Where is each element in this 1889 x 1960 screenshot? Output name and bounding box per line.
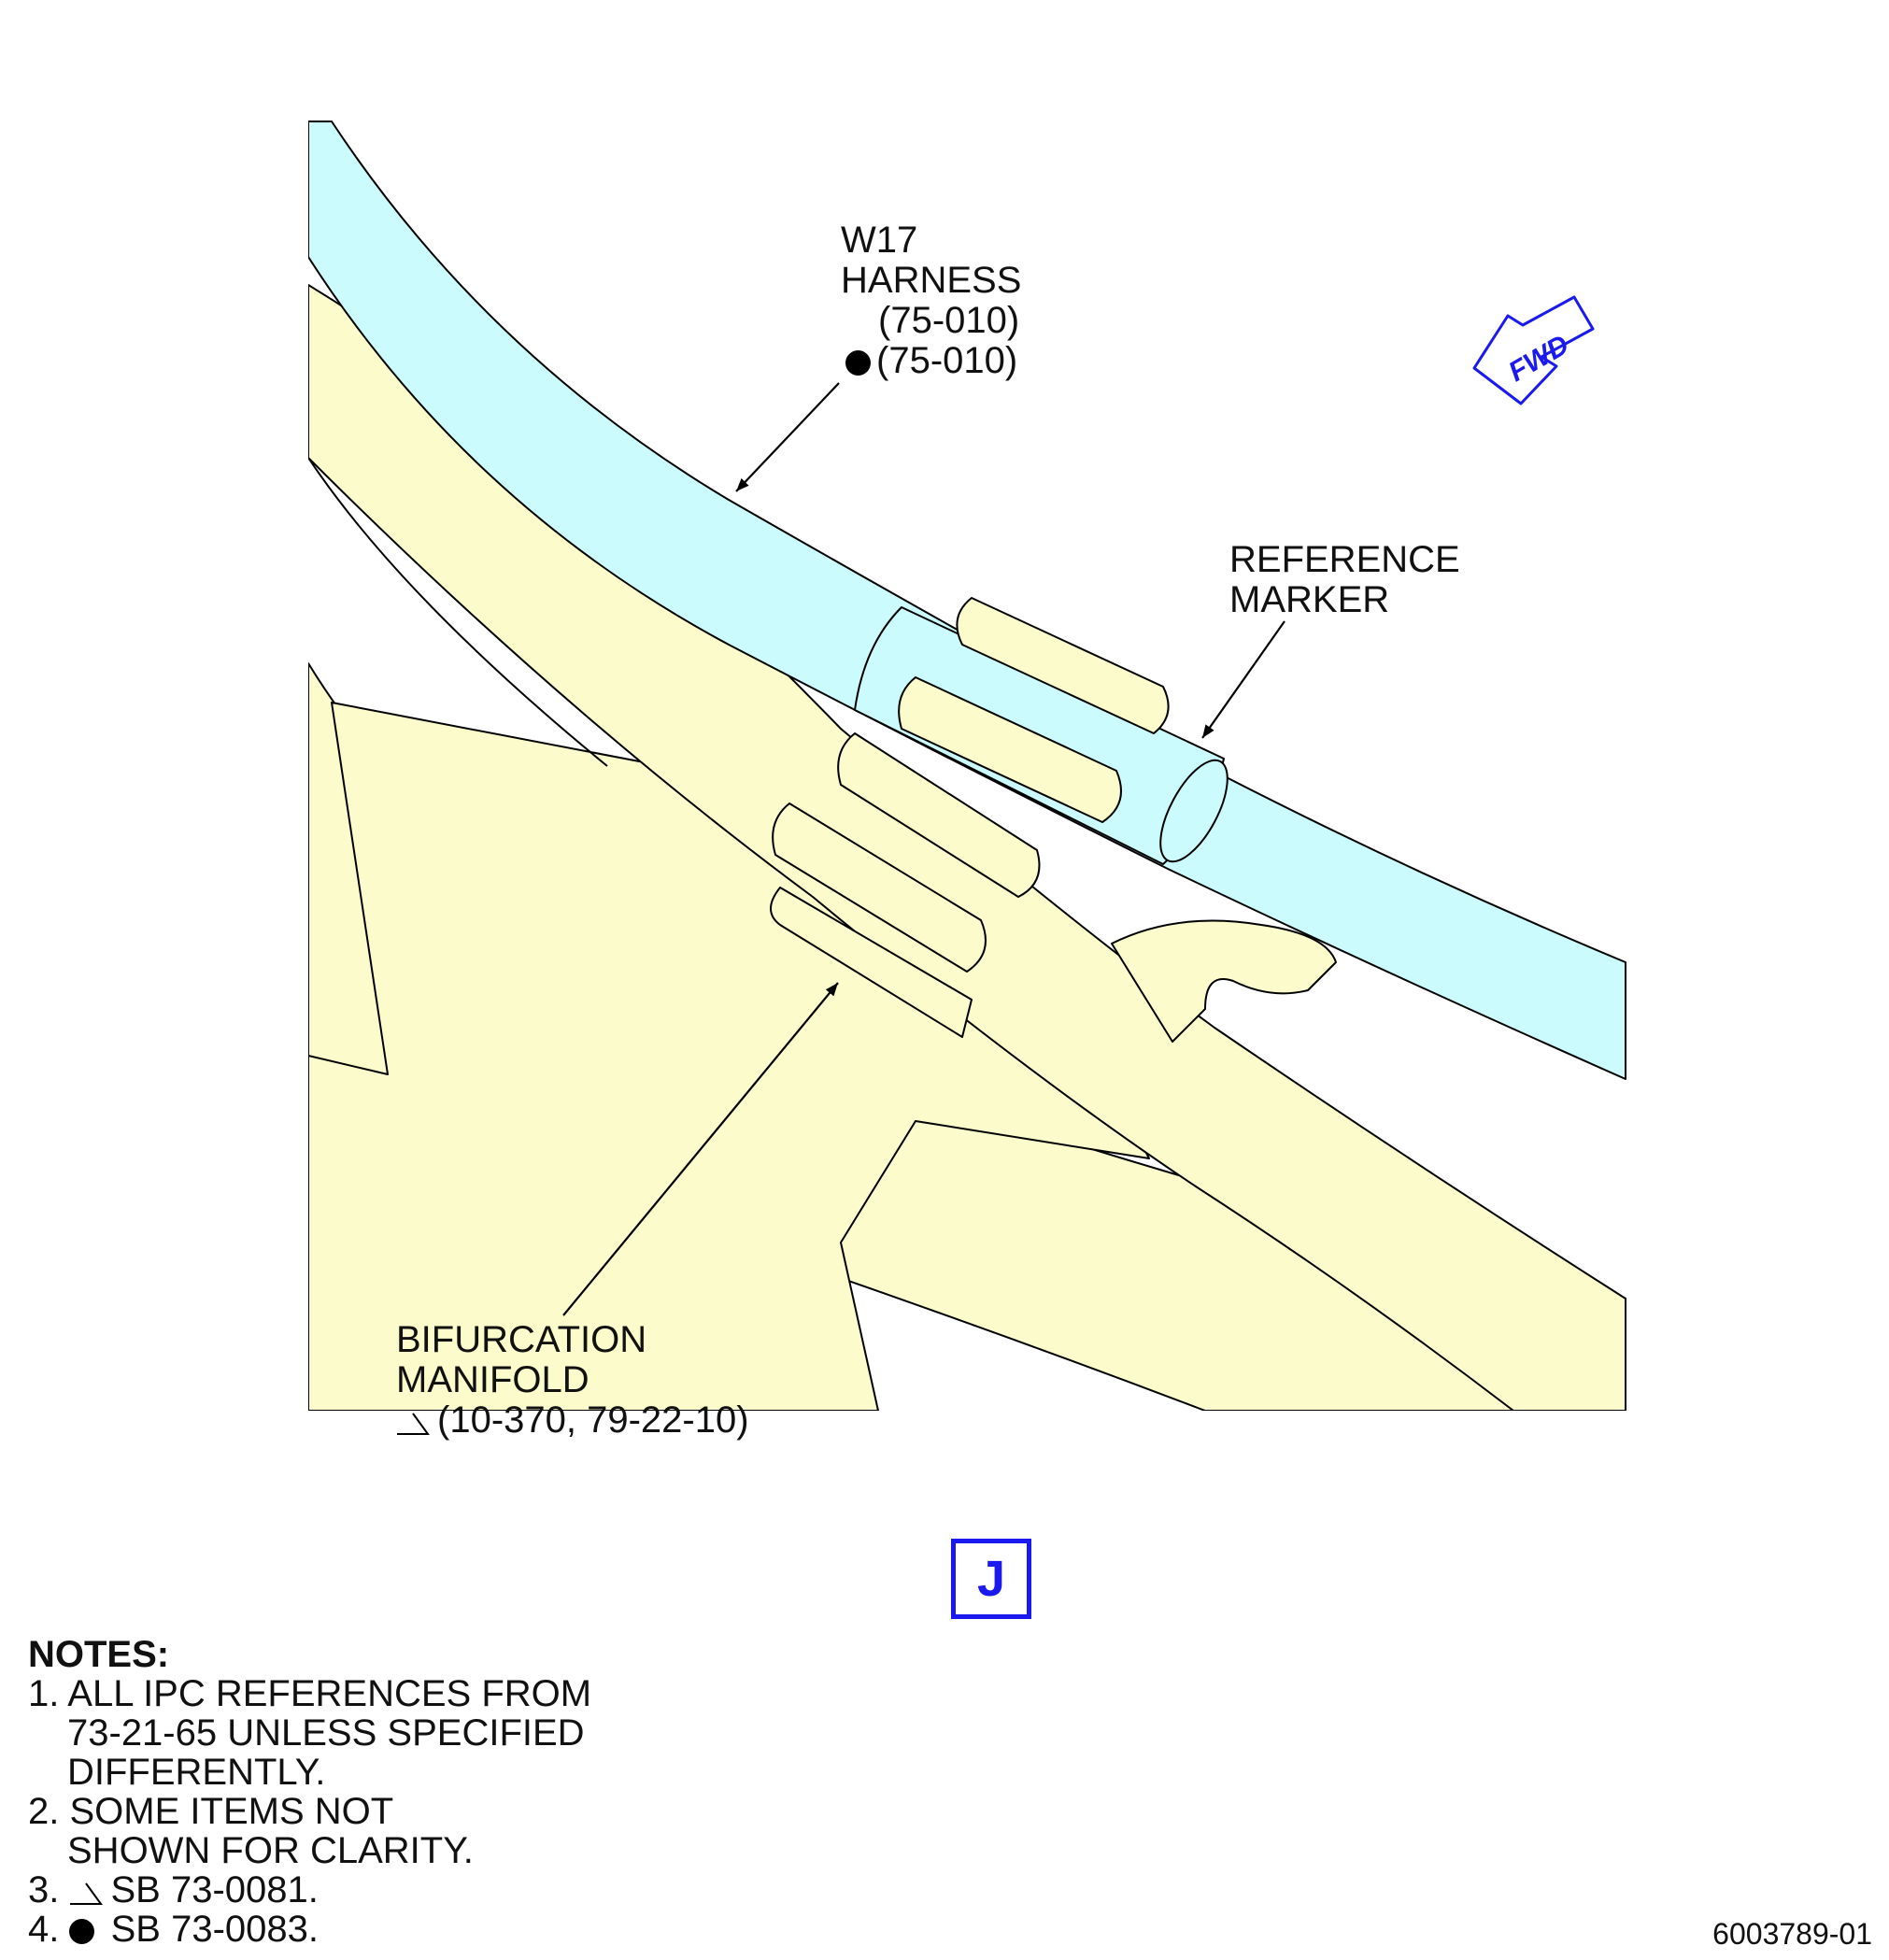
note-2: 2. SOME ITEMS NOT (28, 1792, 591, 1831)
marker-label: REFERENCE MARKER (1229, 540, 1460, 620)
notes-title: NOTES: (28, 1634, 170, 1675)
manifold-label-line1: BIFURCATION (396, 1319, 647, 1360)
harness-label-line2: HARNESS (841, 260, 1022, 301)
drawing-number: 6003789-01 (1712, 1917, 1872, 1951)
view-id-box: J (951, 1539, 1031, 1619)
bracket-tab (1111, 919, 1337, 1043)
filled-circle-icon (69, 1919, 95, 1944)
note-1-cont: DIFFERENTLY. (67, 1752, 326, 1793)
note-4: 4. SB 73-0083. (28, 1910, 591, 1949)
marker-leader (1201, 620, 1285, 739)
marker-label-line1: REFERENCE (1229, 539, 1460, 580)
note-number: 1. (28, 1673, 60, 1714)
manifold-label-line2: MANIFOLD (396, 1359, 589, 1400)
manifold-ref: (10-370, 79-22-10) (437, 1399, 749, 1441)
note-text: SB 73-0083. (110, 1909, 319, 1950)
filled-circle-icon (845, 350, 871, 376)
triangle-icon (397, 1413, 430, 1435)
manifold-label: BIFURCATION MANIFOLD (10-370, 79-22-10) (396, 1320, 749, 1441)
note-text: ALL IPC REFERENCES FROM (67, 1673, 592, 1714)
note-text: SB 73-0081. (110, 1869, 319, 1910)
manifold-leader (562, 982, 839, 1316)
clips (770, 597, 1170, 1038)
fwd-arrow-icon: FWD (1472, 295, 1595, 405)
note-3: 3. SB 73-0081. (28, 1870, 591, 1910)
harness-leader (735, 382, 840, 492)
reference-marker-end (1159, 759, 1229, 863)
harness-label-line1: W17 (841, 220, 918, 261)
harness-tube (308, 121, 1626, 1080)
note-number: 2. (28, 1791, 60, 1832)
note-number: 4. (28, 1909, 60, 1950)
note-1: 1. ALL IPC REFERENCES FROM (28, 1674, 591, 1713)
note-text: SOME ITEMS NOT (69, 1791, 394, 1832)
harness-ref2-row: (75-010) (841, 341, 1021, 381)
harness-label: W17 HARNESS (75-010) (75-010) (841, 220, 1021, 381)
note-2-cont: SHOWN FOR CLARITY. (67, 1830, 474, 1871)
manifold-seam (308, 457, 608, 767)
marker-label-line2: MARKER (1229, 579, 1390, 620)
manifold-ref-row: (10-370, 79-22-10) (396, 1400, 749, 1441)
harness-ref1: (75-010) (878, 300, 1020, 341)
note-number: 3. (28, 1869, 60, 1910)
harness-ref2: (75-010) (876, 340, 1018, 381)
notes: NOTES: 1. ALL IPC REFERENCES FROM 73-21-… (28, 1635, 591, 1949)
note-1-cont: 73-21-65 UNLESS SPECIFIED (67, 1712, 585, 1754)
triangle-icon (70, 1882, 104, 1905)
